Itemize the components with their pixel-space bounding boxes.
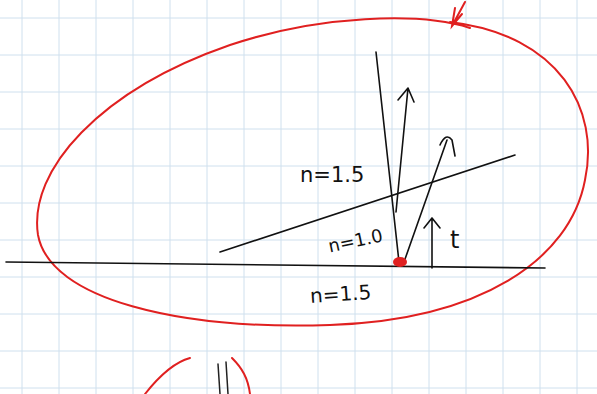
thickness-arrow	[424, 218, 440, 268]
index-label: n=1.0	[327, 226, 385, 255]
lower-curve	[145, 358, 250, 394]
thickness-label: t	[450, 228, 459, 252]
ray-arrow	[396, 88, 414, 212]
index-label: n=1.5	[309, 282, 371, 306]
highlight-ellipse	[37, 18, 588, 325]
ray-arrow	[404, 137, 455, 262]
contact-dot	[393, 257, 407, 267]
lower-surface	[6, 262, 545, 268]
tick-marks	[218, 362, 228, 394]
index-label: n=1.5	[300, 165, 364, 186]
pointer-mark	[452, 2, 465, 26]
